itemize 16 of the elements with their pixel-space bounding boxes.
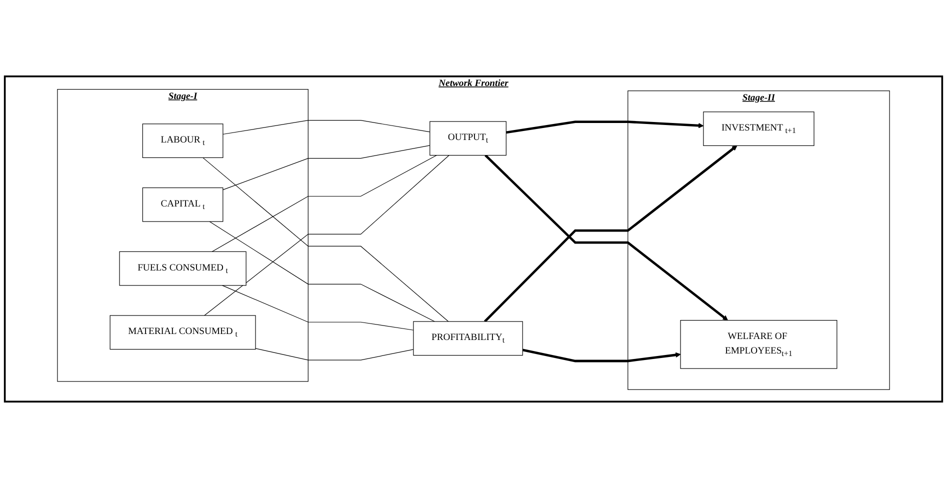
connector xyxy=(222,285,414,330)
node-box: WELFARE OF EMPLOYEES$_{t+1}$ xyxy=(680,320,838,369)
connector xyxy=(209,221,435,322)
arrow xyxy=(506,120,704,134)
node-box: FUELS CONSUMED $_{t}$ xyxy=(119,251,246,286)
node-box: CAPITAL $_{t}$ xyxy=(142,187,224,222)
node-box: PROFITABILITY$_{t}$ xyxy=(413,321,523,356)
node-box: INVESTMENT $_{t+1}$ xyxy=(703,112,814,146)
arrow xyxy=(522,348,681,362)
node-box: LABOUR $_{t}$ xyxy=(142,124,224,158)
connector xyxy=(222,145,430,190)
node-box: OUTPUT$_{t}$ xyxy=(430,121,506,156)
connector xyxy=(212,154,437,252)
connector xyxy=(255,348,414,360)
node-box: MATERIAL CONSUMED $_{t}$ xyxy=(110,315,256,350)
connector xyxy=(222,120,430,135)
